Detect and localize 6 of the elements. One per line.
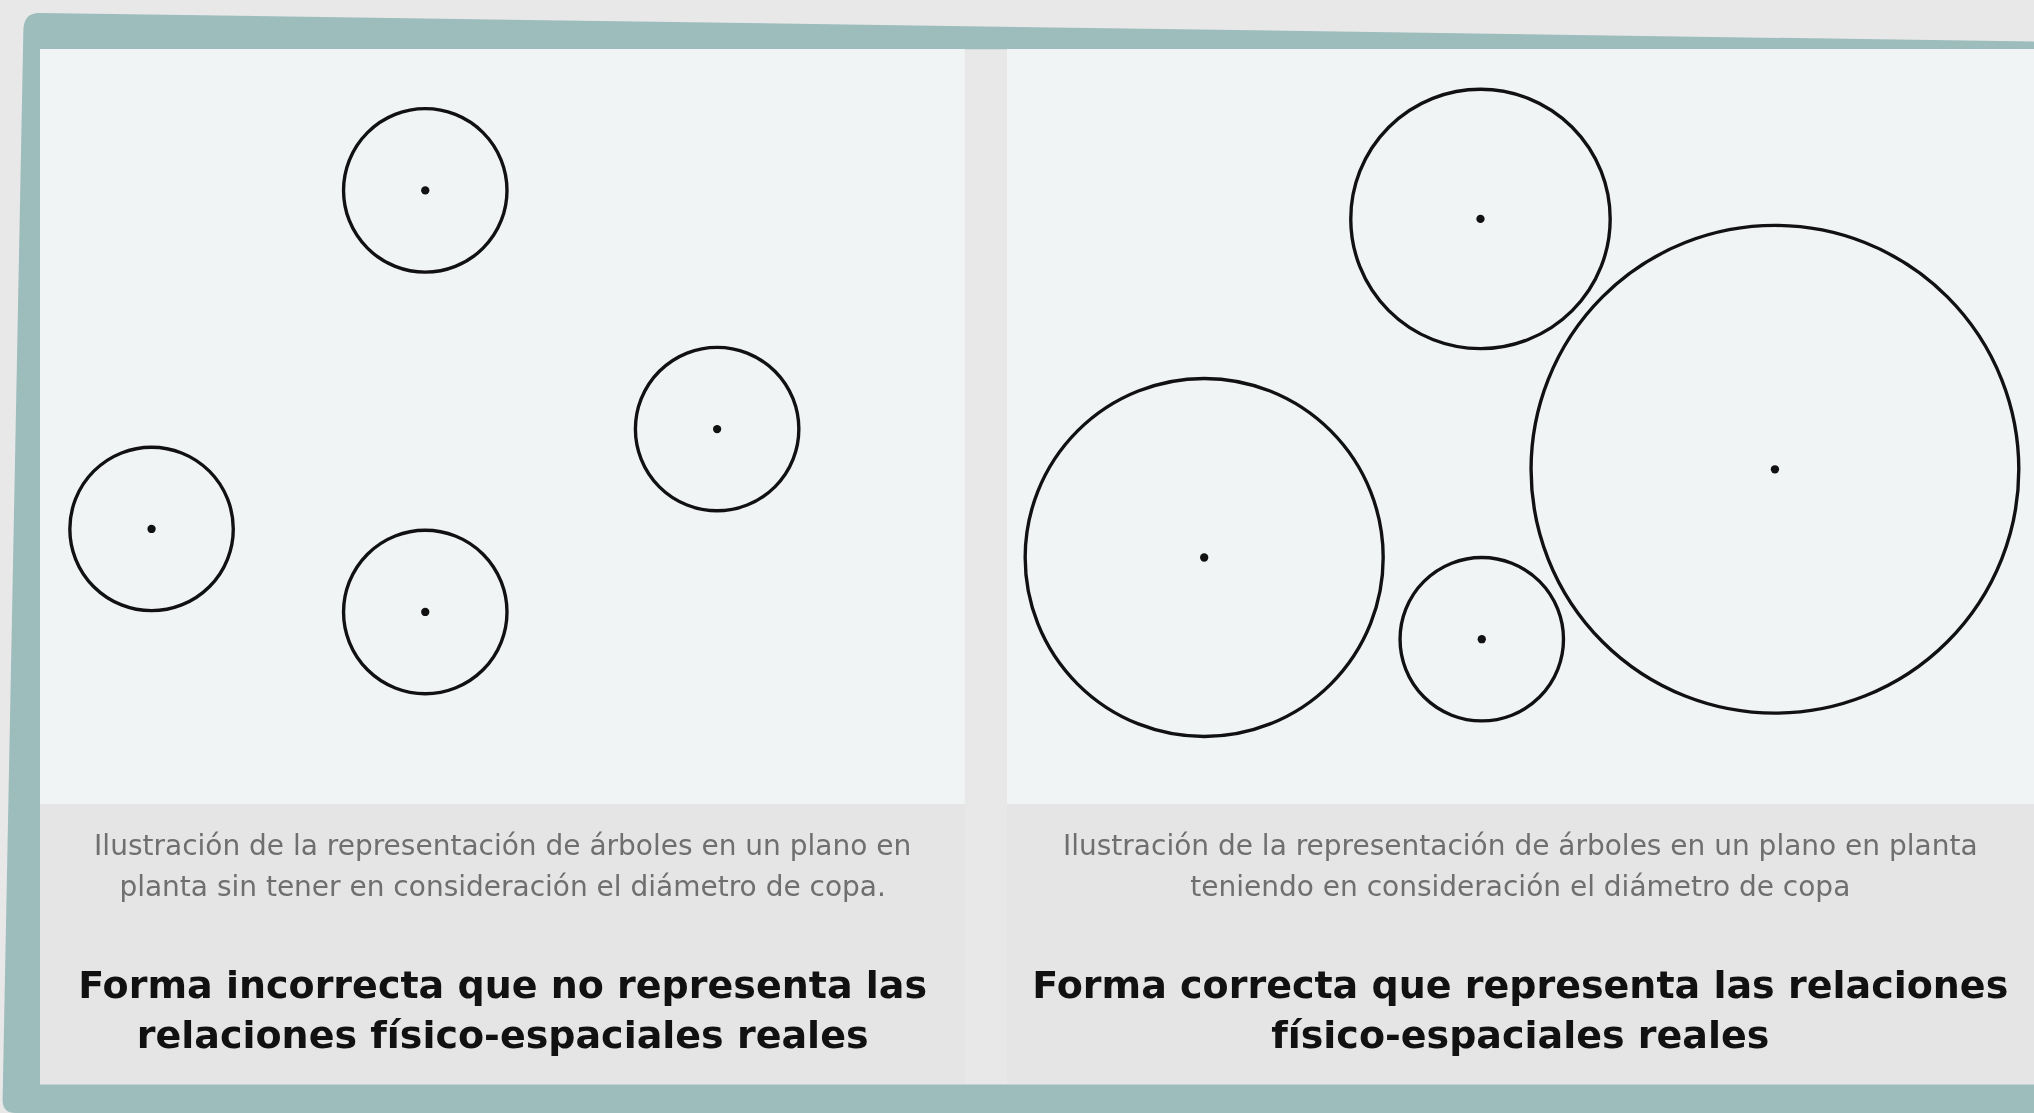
caption-text: Ilustración de la representación de árboles en un plano en planta teniendo en consideración el diámetro de copa	[1062, 828, 1979, 905]
panel-heading: Forma incorrecta que no representa las relaciones físico-espaciales reales	[77, 961, 929, 1059]
caption-text: Ilustración de la representación de árboles en un plano en planta sin tener en consideración el diámetro de copa.	[93, 828, 913, 905]
illustration-panel	[40, 49, 966, 1085]
panel-heading: Forma correcta que representa las relaciones físico-espaciales reales	[1031, 961, 2010, 1059]
illustration-panel	[1006, 49, 2034, 1085]
